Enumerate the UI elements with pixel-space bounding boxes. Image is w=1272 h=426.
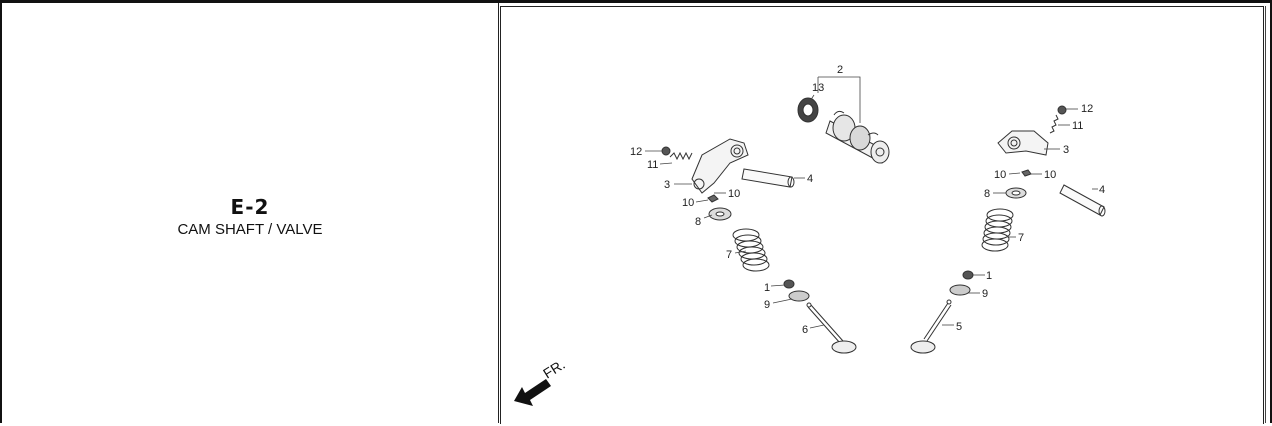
panel-edge-line	[1265, 6, 1266, 423]
callout-10: 10	[1044, 169, 1056, 181]
callout-9: 9	[982, 288, 988, 300]
spring-retainer-left[interactable]	[708, 207, 732, 221]
adjust-nut-left[interactable]	[661, 146, 671, 156]
callout-4: 4	[807, 173, 813, 185]
callout-11: 11	[647, 159, 658, 171]
spring-retainer-right[interactable]	[1005, 187, 1027, 199]
camshaft-part[interactable]	[825, 110, 890, 164]
callout-7: 7	[726, 249, 732, 261]
callout-labels: 2 13 12 11 3 4 10 10 8 7 1 9 6 12 11 3 1…	[630, 64, 1105, 336]
rocker-shaft-left[interactable]	[741, 168, 795, 188]
valve-cotter-right[interactable]	[1021, 169, 1032, 177]
adjust-nut-right[interactable]	[1057, 105, 1067, 115]
adjust-spring-right[interactable]	[1049, 114, 1059, 134]
intake-valve[interactable]	[806, 302, 857, 354]
rocker-arm-right[interactable]	[997, 130, 1049, 156]
callout-1: 1	[764, 282, 770, 294]
valve-seal-right[interactable]	[962, 270, 974, 280]
front-arrow-icon	[514, 379, 551, 406]
callout-9: 9	[764, 299, 770, 311]
callout-10: 10	[728, 188, 740, 200]
callout-1: 1	[986, 270, 992, 282]
spring-seat-right[interactable]	[949, 284, 971, 296]
callout-12: 12	[630, 146, 642, 158]
valve-spring-right[interactable]	[981, 208, 1014, 252]
section-code: E-2	[230, 195, 270, 219]
callout-6: 6	[802, 324, 808, 336]
exhaust-valve[interactable]	[910, 299, 952, 354]
spring-seat-left[interactable]	[788, 290, 810, 302]
section-title: CAM SHAFT / VALVE	[177, 221, 323, 238]
section-header-panel: E-2 CAM SHAFT / VALVE	[2, 3, 499, 423]
callout-11: 11	[1072, 120, 1083, 132]
callout-5: 5	[956, 321, 962, 333]
callout-4: 4	[1099, 184, 1105, 196]
front-direction-indicator: FR.	[514, 356, 568, 406]
valve-cotter-left[interactable]	[707, 194, 719, 203]
rocker-arm-left[interactable]	[691, 138, 749, 194]
valve-spring-left[interactable]	[732, 228, 770, 272]
front-direction-label: FR.	[540, 356, 568, 382]
adjust-spring-left[interactable]	[669, 151, 693, 161]
callout-10: 10	[682, 197, 694, 209]
bearing-part[interactable]	[797, 97, 819, 123]
exploded-diagram-panel	[500, 6, 1264, 424]
callout-13: 13	[812, 82, 824, 94]
exploded-parts-diagram: 2 13 12 11 3 4 10 10 8 7 1 9 6 12 11 3 1…	[514, 64, 1106, 406]
callout-3: 3	[664, 179, 670, 191]
callout-12: 12	[1081, 103, 1093, 115]
callout-2: 2	[837, 64, 843, 76]
callout-8: 8	[695, 216, 701, 228]
rocker-shaft-right[interactable]	[1059, 184, 1106, 217]
leader-lines	[645, 76, 1098, 329]
callout-7: 7	[1018, 232, 1024, 244]
callout-10: 10	[994, 169, 1006, 181]
valve-seal-left[interactable]	[783, 279, 795, 289]
callout-3: 3	[1063, 144, 1069, 156]
callout-8: 8	[984, 188, 990, 200]
